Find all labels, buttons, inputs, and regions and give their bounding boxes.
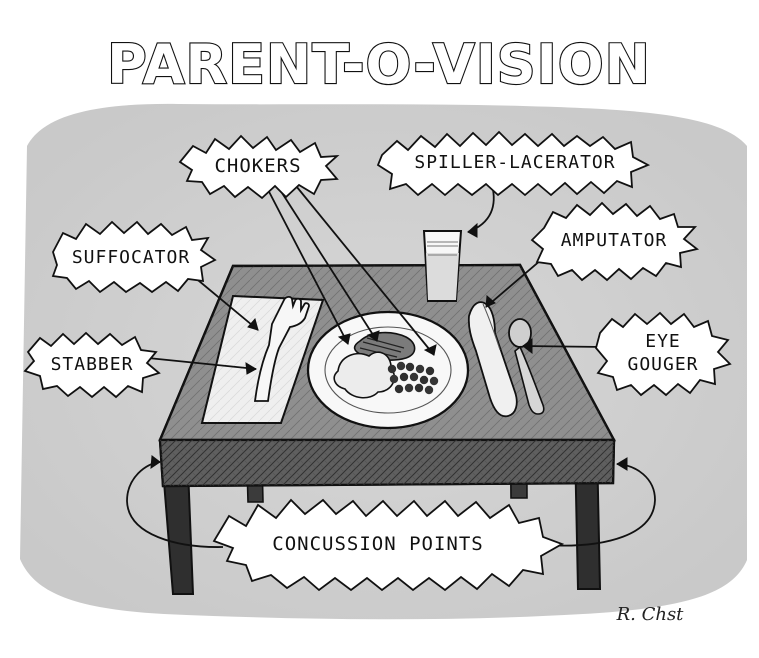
eye-gouger-bubble: [595, 311, 732, 397]
signature: R. Chst: [616, 604, 685, 625]
peas-pile: [387, 361, 439, 395]
chokers-pointer-1: [263, 181, 349, 345]
eye-gouger-pointer: [522, 345, 606, 348]
concussion-pointer-right: [541, 463, 656, 547]
napkin-shading: [202, 296, 323, 423]
pointer-arrowheads: [150, 222, 628, 471]
suffocator-label: SUFFOCATOR: [72, 247, 190, 268]
title-group: PARENT-O-VISION: [106, 32, 651, 97]
spiller-lacerator-bubble: [376, 130, 651, 197]
chokers-pointer-2: [274, 181, 378, 342]
spiller-lacerator-label: SPILLER-LACERATOR: [414, 152, 615, 173]
eye-gouger-label-line-2: GOUGER: [627, 354, 698, 375]
spoon-handle: [514, 345, 545, 415]
table-illustration: [158, 230, 617, 595]
meat-food: [353, 331, 416, 361]
glass-liquid: [426, 253, 459, 300]
concussion-points-label: CONCUSSION POINTS: [272, 533, 483, 555]
chokers-pointer-3: [291, 180, 435, 356]
amputator-label: AMPUTATOR: [561, 230, 668, 251]
chokers-label: CHOKERS: [214, 155, 301, 177]
stabber-pointer: [147, 357, 257, 370]
mashed-potato: [333, 351, 396, 399]
knife-edge: [482, 303, 501, 351]
concussion-points-bubble: [212, 498, 565, 592]
fork: [253, 295, 310, 402]
chokers-bubble: [178, 134, 340, 200]
stabber-bubble: [23, 331, 161, 399]
callout-bubbles: CHOKERS SPILLER-LACERATOR SUFFOCATOR AMP…: [23, 130, 732, 592]
table-apron-crosshatch: [160, 440, 614, 486]
plate-inner-rim: [324, 326, 452, 414]
eye-gouger-label-line-1: EYE: [645, 331, 681, 352]
suffocator-bubble: [51, 220, 217, 294]
concussion-pointer-left: [126, 461, 224, 548]
stabber-label: STABBER: [51, 354, 134, 375]
title-text: PARENT-O-VISION: [107, 33, 651, 96]
knife: [467, 301, 518, 418]
amputator-bubble: [530, 201, 700, 282]
glass-rings: [427, 241, 458, 256]
